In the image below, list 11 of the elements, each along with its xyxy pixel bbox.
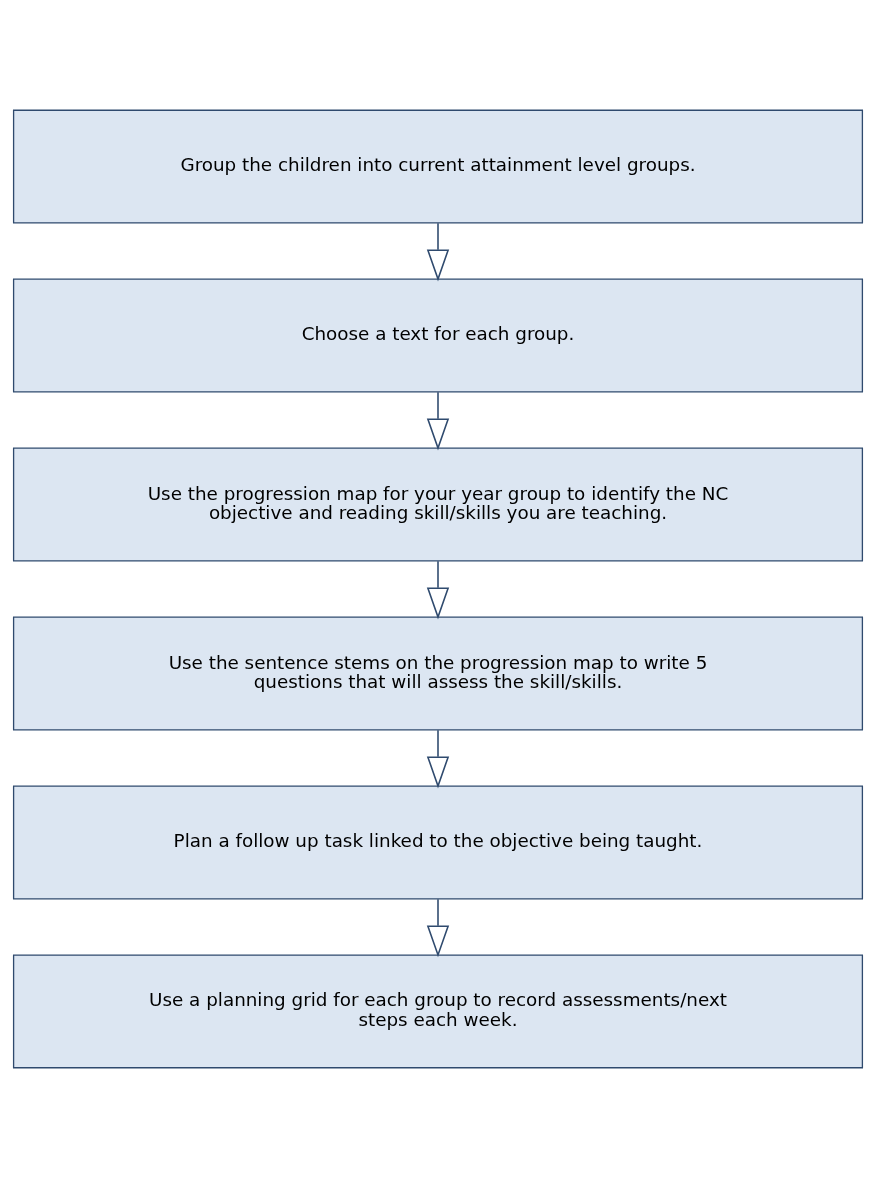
node-box: Plan a follow up task linked to the objective being taught. (12, 785, 864, 900)
node-box: Use the progression map for your year group to identify the NC objective and reading skill/skills you are teaching. (12, 447, 864, 562)
arrow (426, 391, 450, 451)
node-box: Choose a text for each group. (12, 278, 864, 393)
arrow (426, 898, 450, 958)
arrow (426, 560, 450, 620)
arrow (426, 222, 450, 282)
node-box: Use the sentence stems on the progression map to write 5 questions that will assess the skill/skills. (12, 616, 864, 731)
node-box: Use a planning grid for each group to record assessments/next steps each week. (12, 954, 864, 1069)
arrow (426, 729, 450, 789)
node-box: Group the children into current attainment level groups. (12, 109, 864, 224)
